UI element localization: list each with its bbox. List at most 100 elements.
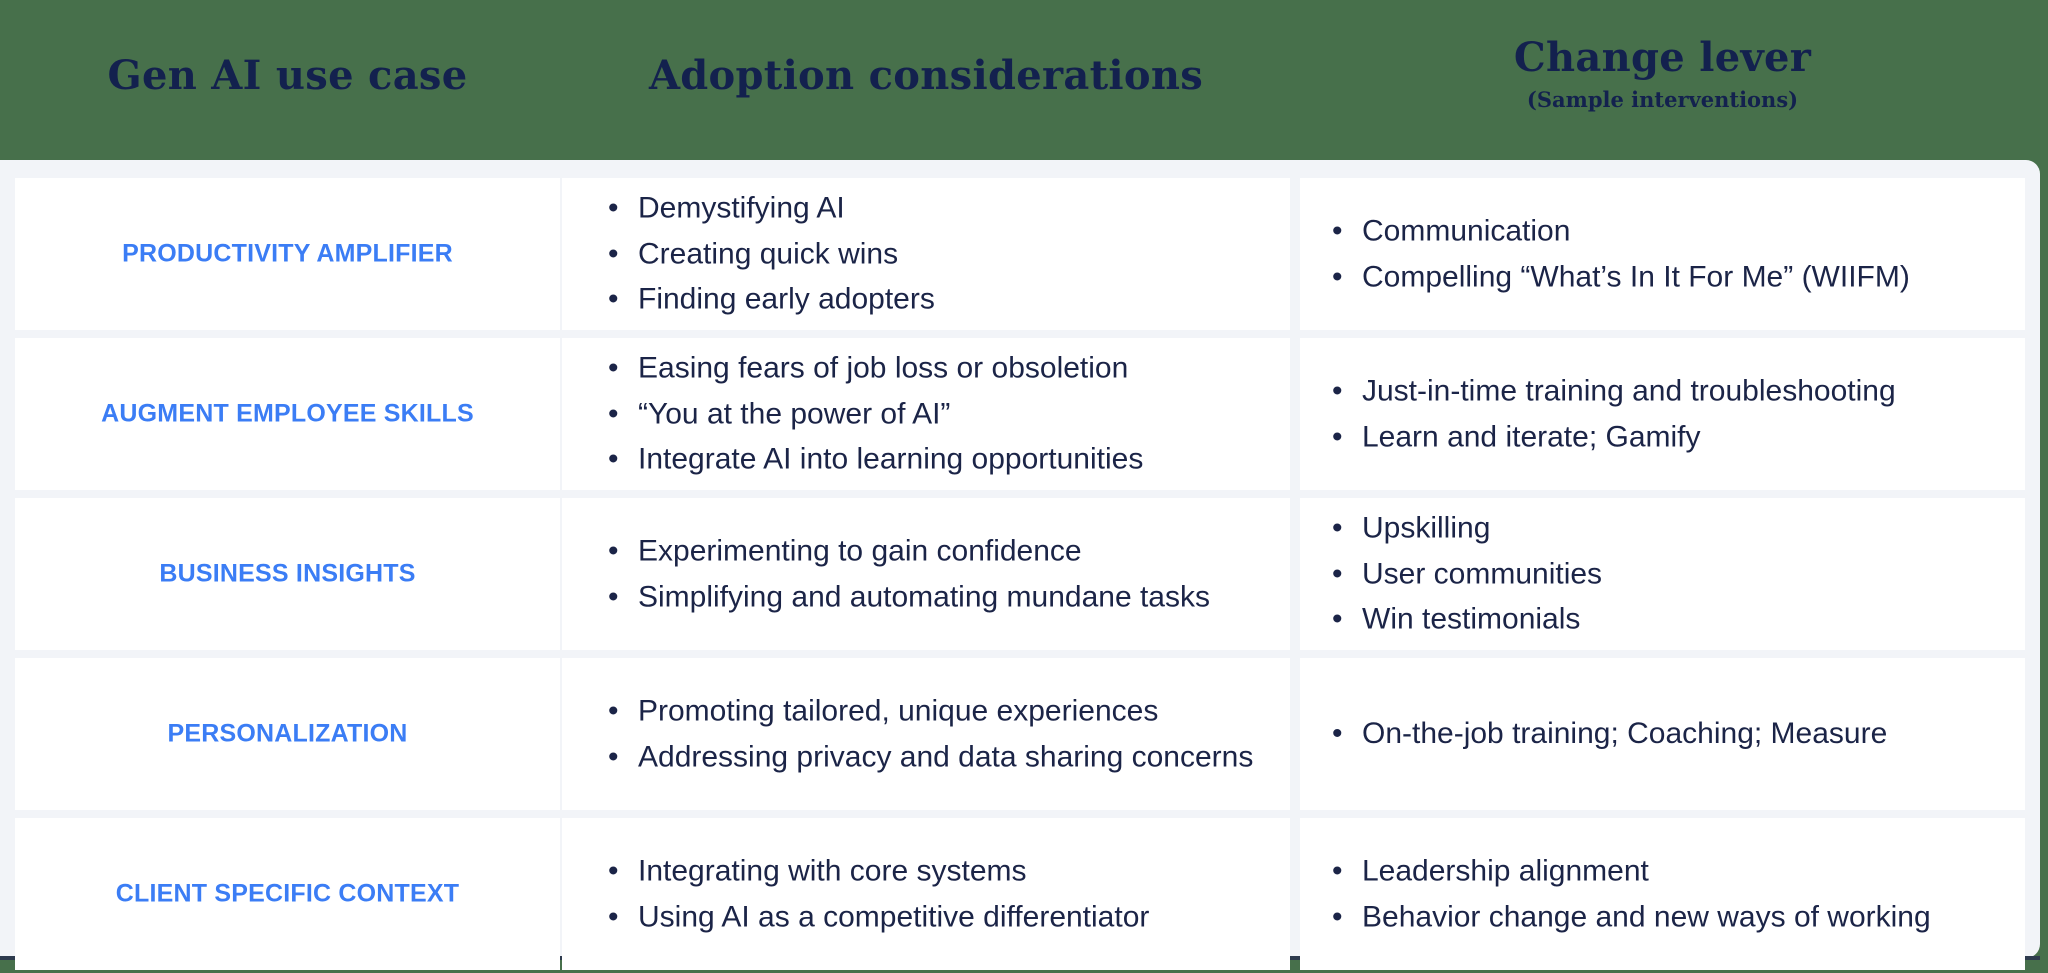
list-item: • User communities [1328, 551, 2005, 597]
list-item: • “You at the power of AI” [604, 391, 1270, 437]
table-row: BUSINESS INSIGHTS • Experimenting to gain… [0, 498, 2048, 650]
change-lever-bullet-list: • On-the-job training; Coaching; Measure [1328, 711, 2005, 757]
list-item: • Compelling “What’s In It For Me” (WIIFM… [1328, 254, 2005, 300]
list-item: • Demystifying AI [604, 186, 1270, 232]
use-case-label: BUSINESS INSIGHTS [159, 559, 416, 588]
list-item: • Just-in-time training and troubleshooti… [1328, 368, 2005, 414]
header-column-change-lever: Change lever (Sample interventions) [1300, 34, 2025, 112]
bullet-icon: • [1332, 854, 1343, 888]
list-item-text: Upskilling [1362, 511, 1491, 545]
bullet-icon: • [608, 534, 619, 568]
bullet-icon: • [608, 580, 619, 613]
list-item: • Promoting tailored, unique experiences [604, 688, 1270, 734]
change-lever-cell[interactable]: • Just-in-time training and troubleshooti… [1300, 338, 2025, 490]
list-item-text: On-the-job training; Coaching; Measure [1362, 717, 1888, 751]
bullet-icon: • [1332, 900, 1343, 933]
bullet-icon: • [1332, 374, 1343, 408]
change-lever-cell[interactable]: • Communication • Compelling “What’s In It… [1300, 178, 2025, 330]
adoption-considerations-cell[interactable]: •Promoting tailored, unique experiences … [562, 658, 1290, 810]
list-item-text: Demystifying AI [638, 191, 845, 225]
list-item: •Integrate AI into learning opportunitie… [604, 437, 1270, 483]
use-case-cell[interactable]: AUGMENT EMPLOYEE SKILLS [15, 338, 560, 490]
list-item: • Using AI as a competitive differentiato… [604, 894, 1270, 940]
header-column-adoption: Adoption considerations [562, 56, 1290, 96]
list-item-text: Easing fears of job loss or obsoletion [638, 351, 1129, 385]
bullet-icon: • [608, 351, 619, 385]
use-case-label: CLIENT SPECIFIC CONTEXT [115, 879, 460, 908]
table-row: PERSONALIZATION • Promoting tailored, uni… [0, 658, 2048, 810]
list-item: • Addressing privacy and data sharing con… [604, 734, 1270, 780]
list-item: • Win testimonials [1328, 597, 2005, 643]
adoption-bullet-list: •Promoting tailored, unique experiences … [604, 688, 1270, 779]
list-item: • Learn and iterate; Gamify [1328, 414, 2005, 460]
list-item: • Integrating with core systems [604, 848, 1270, 894]
adoption-bullet-list: •Easing fears of job loss or obsoletion … [604, 346, 1270, 483]
list-item: •Finding early adopters [604, 277, 1270, 323]
adoption-bullet-list: • Demystifying AI •Creating quick wins •F… [604, 186, 1270, 323]
bullet-icon: • [1332, 717, 1343, 751]
list-item-text: User communities [1362, 557, 1603, 591]
list-item-text: Addressing privacy and data sharing conc… [638, 740, 1254, 773]
bullet-icon: • [1332, 420, 1343, 453]
header-column-use-case: Gen AI use case [15, 56, 560, 96]
change-lever-cell[interactable]: • Leadership alignment •Behavior change a… [1300, 818, 2025, 970]
adoption-considerations-cell[interactable]: • Demystifying AI •Creating quick wins •F… [562, 178, 1290, 330]
list-item-text: Integrating with core systems [638, 854, 1027, 888]
change-lever-cell[interactable]: • On-the-job training; Coaching; Measure [1300, 658, 2025, 810]
use-case-cell[interactable]: CLIENT SPECIFIC CONTEXT [15, 818, 560, 970]
bullet-icon: • [608, 397, 619, 431]
bullet-icon: • [1332, 602, 1343, 636]
bullet-icon: • [1332, 557, 1343, 591]
bullet-icon: • [1332, 260, 1343, 293]
bullet-icon: • [608, 900, 619, 933]
list-item: • Communication [1328, 208, 2005, 254]
list-item-text: Learn and iterate; Gamify [1362, 420, 1701, 453]
use-case-cell[interactable]: BUSINESS INSIGHTS [15, 498, 560, 650]
adoption-considerations-cell[interactable]: • Integrating with core systems • Using AI… [562, 818, 1290, 970]
adoption-considerations-cell[interactable]: •Easing fears of job loss or obsoletion … [562, 338, 1290, 490]
adoption-considerations-cell[interactable]: • Experimenting to gain confidence • Simpl… [562, 498, 1290, 650]
header-title-adoption: Adoption considerations [648, 52, 1204, 99]
table-row: PRODUCTIVITY AMPLIFIER • Demystifying AI … [0, 178, 2048, 330]
list-item-text: Just-in-time training and troubleshootin… [1362, 374, 1896, 408]
change-lever-cell[interactable]: • Upskilling • User communities • Win testi… [1300, 498, 2025, 650]
bullet-icon: • [608, 191, 619, 225]
list-item: • On-the-job training; Coaching; Measure [1328, 711, 2005, 757]
use-case-label: PRODUCTIVITY AMPLIFIER [122, 239, 453, 268]
list-item-text: Communication [1362, 214, 1571, 248]
table-row: AUGMENT EMPLOYEE SKILLS • Easing fears of… [0, 338, 2048, 490]
list-item-text: Finding early adopters [638, 282, 935, 316]
list-item: • Easing fears of job loss or obsoletion [604, 346, 1270, 392]
change-lever-bullet-list: • Communication • Compelling “What’s In It… [1328, 208, 2005, 299]
bullet-icon: • [1332, 214, 1343, 248]
use-case-label: AUGMENT EMPLOYEE SKILLS [101, 399, 474, 428]
list-item-text: Using AI as a competitive differentiator [638, 900, 1150, 933]
use-case-cell[interactable]: PRODUCTIVITY AMPLIFIER [15, 178, 560, 330]
list-item-text: Win testimonials [1362, 602, 1581, 636]
use-case-label: PERSONALIZATION [167, 719, 408, 748]
list-item-text: “You at the power of AI” [638, 397, 951, 431]
table-header-band: Gen AI use case Adoption considerations … [0, 0, 2048, 160]
list-item-text: Leadership alignment [1362, 854, 1649, 888]
list-item-text: Promoting tailored, unique experiences [638, 694, 1159, 728]
header-subtitle-change-lever: (Sample interventions) [1526, 87, 1799, 112]
list-item: •Creating quick wins [604, 231, 1270, 277]
table-row: CLIENT SPECIFIC CONTEXT • Integrating wit… [0, 818, 2048, 970]
bullet-icon: • [608, 694, 619, 728]
list-item-text: Compelling “What’s In It For Me” (WIIFM) [1362, 260, 1910, 293]
header-title-change-lever: Change lever [1513, 34, 1812, 81]
adoption-bullet-list: • Experimenting to gain confidence • Simpl… [604, 528, 1270, 619]
bullet-icon: • [608, 442, 619, 476]
list-item-text: Experimenting to gain confidence [638, 534, 1082, 568]
bullet-icon: • [608, 740, 619, 773]
list-item-text: Creating quick wins [638, 237, 899, 271]
list-item-text: Simplifying and automating mundane tasks [638, 580, 1210, 613]
header-title-use-case: Gen AI use case [107, 52, 468, 99]
bullet-icon: • [608, 854, 619, 888]
list-item: • Leadership alignment [1328, 848, 2005, 894]
list-item: •Behavior change and new ways of working [1328, 894, 2005, 940]
adoption-bullet-list: • Integrating with core systems • Using AI… [604, 848, 1270, 939]
use-case-cell[interactable]: PERSONALIZATION [15, 658, 560, 810]
list-item: • Experimenting to gain confidence [604, 528, 1270, 574]
change-lever-bullet-list: • Leadership alignment •Behavior change a… [1328, 848, 2005, 939]
